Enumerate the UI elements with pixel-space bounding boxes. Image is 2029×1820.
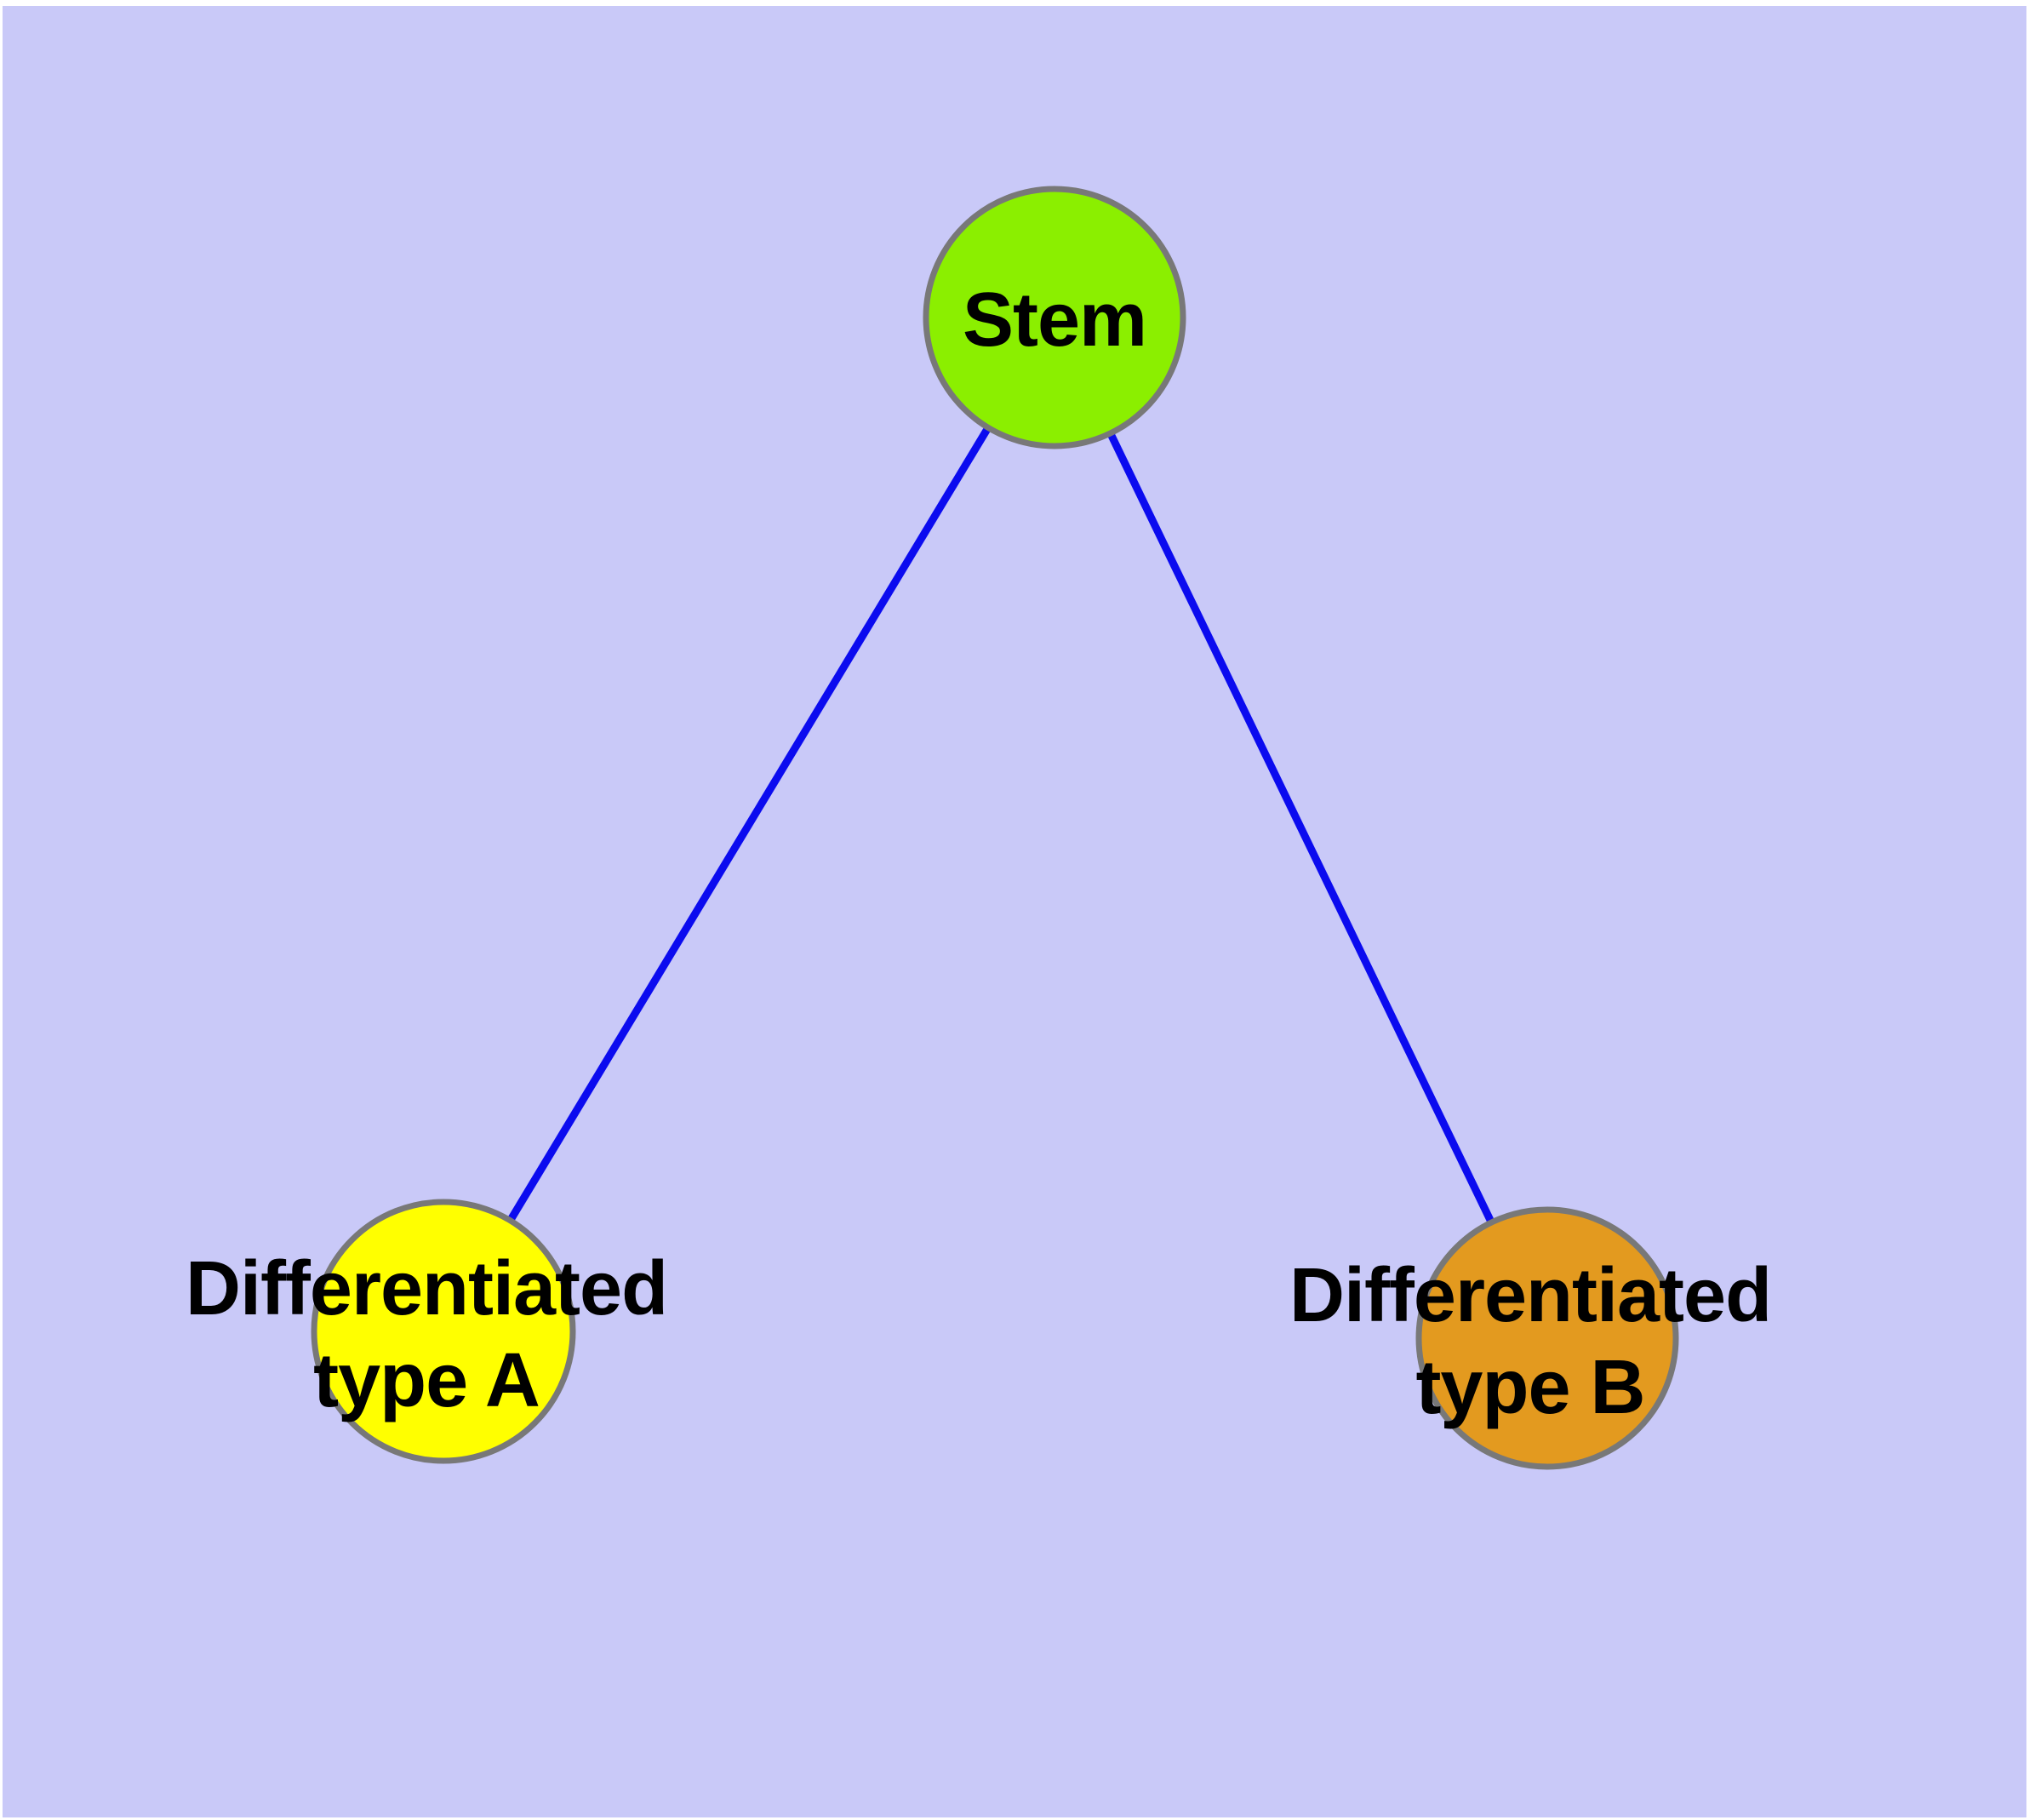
node-label-differentiated-type-b: Differentiated type B: [1289, 1250, 1772, 1434]
node-circle-stem: [923, 186, 1186, 449]
node-label-line: type B: [1415, 1345, 1645, 1430]
edge-stem-to-type-b: [1050, 316, 1552, 1340]
edge-stem-to-type-a: [440, 315, 1058, 1334]
node-label-differentiated-type-a: Differentiated type A: [185, 1243, 668, 1427]
node-label-line: Stem: [962, 278, 1147, 363]
node-label-line: Differentiated: [1289, 1253, 1772, 1338]
node-label-line: type A: [313, 1338, 540, 1423]
node-circle-differentiated-type-b: [1415, 1206, 1679, 1470]
node-circle-differentiated-type-a: [311, 1199, 576, 1464]
node-label-stem: Stem: [962, 274, 1147, 366]
node-label-line: Differentiated: [185, 1246, 668, 1331]
